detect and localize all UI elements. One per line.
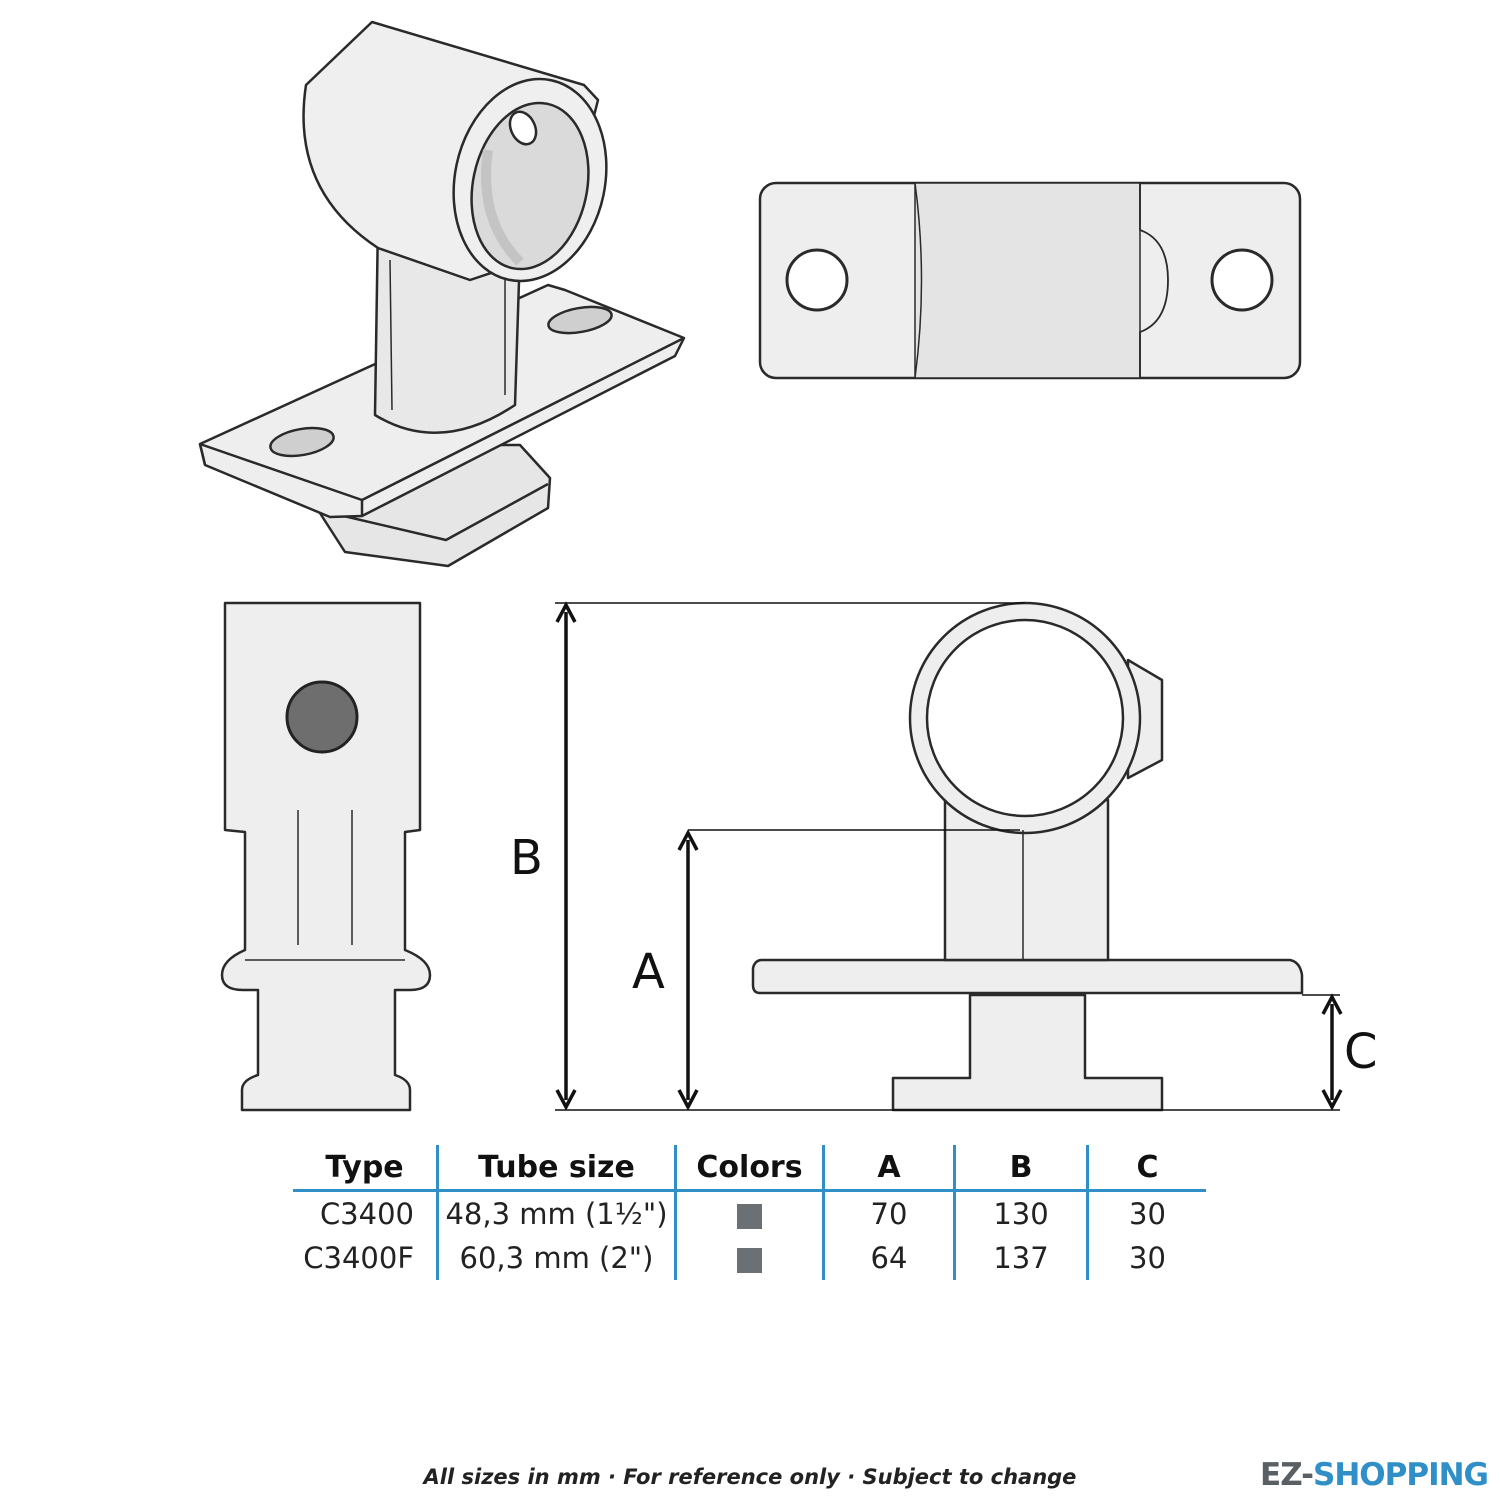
side-view (220, 601, 432, 1112)
table-header-row: Type Tube size Colors A B C (293, 1145, 1206, 1192)
header-colors: Colors (674, 1145, 824, 1192)
top-view (758, 181, 1302, 380)
header-a: A (822, 1145, 955, 1192)
dimension-label-b: B (510, 830, 543, 886)
cell-colors (674, 1236, 824, 1280)
cell-c: 30 (1086, 1190, 1206, 1236)
header-c: C (1086, 1145, 1206, 1192)
cell-a: 64 (822, 1236, 955, 1280)
cell-colors (674, 1190, 824, 1236)
cell-type: C3400 (319, 1197, 414, 1231)
dimension-label-a: A (632, 944, 665, 1000)
table-row: C3400F 60,3 mm (2") 64 137 30 (293, 1236, 1206, 1280)
header-tube-size: Tube size (436, 1145, 676, 1192)
brand-logo-part1: EZ- (1260, 1457, 1314, 1493)
cell-c: 30 (1086, 1236, 1206, 1280)
cell-tube-size: 48,3 mm (1½") (436, 1190, 676, 1236)
front-view (751, 601, 1304, 1112)
cell-tube-size: 60,3 mm (2") (436, 1236, 676, 1280)
specification-table: Type Tube size Colors A B C C3400 48,3 m… (293, 1145, 1206, 1280)
brand-logo: EZ-SHOPPING (1260, 1457, 1489, 1493)
header-b: B (953, 1145, 1088, 1192)
isometric-view (198, 20, 686, 568)
dimension-lines (555, 601, 1343, 1111)
brand-logo-part2: SHOPPING (1313, 1457, 1489, 1493)
color-swatch (737, 1247, 762, 1273)
dimension-label-c: C (1344, 1024, 1378, 1080)
cell-b: 130 (953, 1190, 1088, 1236)
cell-type: C3400F (303, 1241, 414, 1275)
color-swatch (737, 1203, 762, 1229)
cell-a: 70 (822, 1190, 955, 1236)
header-type: Type (293, 1145, 438, 1192)
footer-note: All sizes in mm · For reference only · S… (423, 1465, 1077, 1489)
table-row: C3400 48,3 mm (1½") 70 130 30 (293, 1190, 1206, 1236)
cell-b: 137 (953, 1236, 1088, 1280)
